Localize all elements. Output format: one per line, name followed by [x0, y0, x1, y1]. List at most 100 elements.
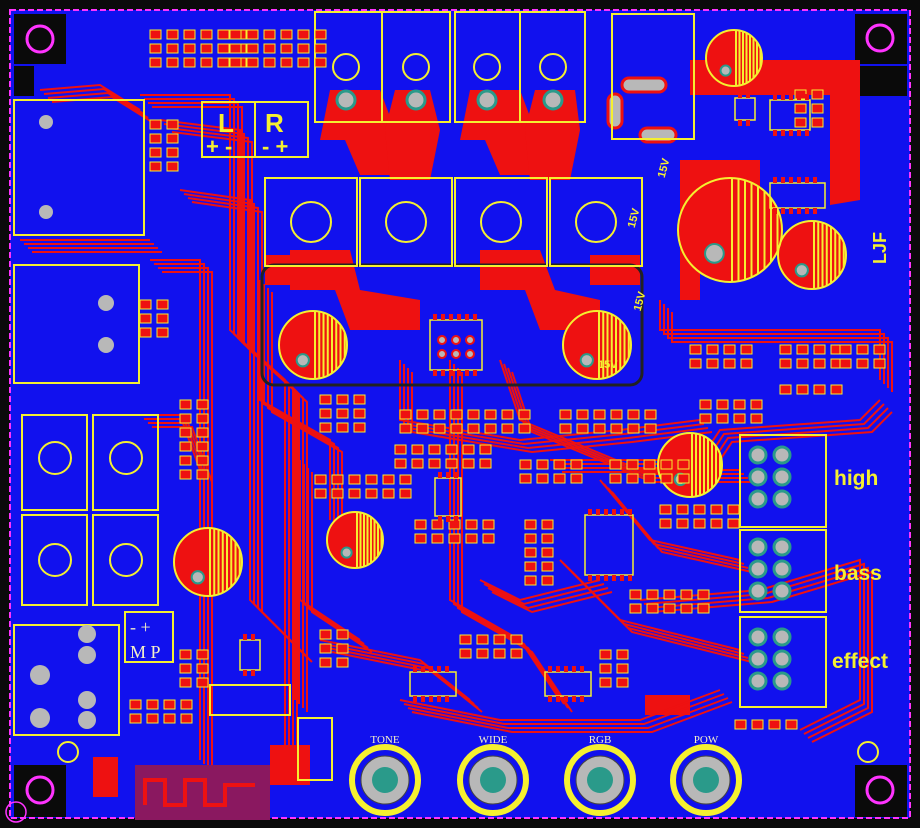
smd-pad	[680, 603, 693, 614]
smd-pad	[484, 423, 497, 434]
smd-pad	[856, 344, 869, 355]
dc-jack-pad	[606, 92, 624, 130]
smd-pad	[616, 677, 629, 688]
trace	[140, 94, 286, 760]
smd-pad	[431, 519, 444, 530]
smd-pad	[149, 133, 162, 144]
smd-pad	[353, 394, 366, 405]
ic-pin	[781, 177, 785, 183]
ic-pin	[588, 509, 592, 515]
header-pin	[772, 649, 792, 669]
smd-pad	[217, 29, 230, 40]
smd-pad	[394, 444, 407, 455]
smd-pad	[553, 473, 566, 484]
header-label-effect: effect	[832, 650, 888, 673]
smd-pad	[518, 423, 531, 434]
smd-pad	[196, 441, 209, 452]
smd-pad	[450, 409, 463, 420]
component-footprint	[519, 459, 583, 484]
smd-pad	[280, 57, 293, 68]
smd-pad	[723, 358, 736, 369]
smd-pad	[163, 699, 176, 710]
trace	[483, 583, 605, 606]
smd-pad	[541, 547, 554, 558]
smd-pad	[319, 629, 332, 640]
polarity-left: + -	[206, 134, 232, 159]
smd-pad	[246, 57, 259, 68]
trace	[643, 562, 865, 735]
header-pin	[748, 671, 768, 691]
component-footprint	[314, 474, 412, 499]
header-pin	[748, 445, 768, 465]
smd-pad	[336, 629, 349, 640]
ic-pin	[454, 472, 458, 478]
smd-pad	[599, 663, 612, 674]
ic-pin	[449, 370, 453, 376]
smd-pad	[179, 399, 192, 410]
smd-pad	[626, 459, 639, 470]
smd-pad	[593, 409, 606, 420]
cap-lead	[295, 353, 310, 368]
ic-footprint	[734, 92, 756, 126]
smd-pad	[740, 344, 753, 355]
smd-pad	[336, 657, 349, 668]
knob-ring	[670, 744, 742, 816]
component-footprint	[559, 409, 657, 434]
smd-pad	[779, 344, 792, 355]
smd-pad	[663, 589, 676, 600]
smd-pad	[465, 519, 478, 530]
ic-footprint	[584, 509, 634, 581]
component-footprint	[319, 394, 366, 433]
smd-pad	[465, 533, 478, 544]
smd-pad	[149, 43, 162, 54]
voltage-mark-3: 15V	[632, 290, 649, 313]
smd-pad	[629, 603, 642, 614]
smd-pad	[336, 422, 349, 433]
ic-pin	[421, 666, 425, 672]
terminal-pad	[476, 89, 498, 111]
header-pin	[748, 537, 768, 557]
trace	[453, 364, 565, 705]
smd-pad	[297, 43, 310, 54]
cap-hatch	[731, 178, 779, 282]
smd-pad	[196, 663, 209, 674]
smd-pad	[433, 423, 446, 434]
ic-pin	[797, 208, 801, 214]
smd-pad	[733, 399, 746, 410]
trace	[449, 360, 561, 701]
smd-pad	[129, 713, 142, 724]
smd-pad	[414, 519, 427, 530]
smd-pad	[263, 29, 276, 40]
component-footprint	[599, 649, 629, 688]
smd-pad	[813, 384, 826, 395]
smd-pad	[459, 634, 472, 645]
smd-pad	[676, 518, 689, 529]
cap-lead	[190, 570, 205, 585]
knob-ring	[349, 744, 421, 816]
ic-footprint	[769, 94, 811, 136]
ic-pin	[433, 314, 437, 320]
component-footprint	[149, 119, 179, 172]
smd-pad	[414, 533, 427, 544]
smd-pad	[559, 423, 572, 434]
smd-pad	[697, 603, 710, 614]
potentiometer	[349, 744, 421, 816]
component-footprint	[414, 519, 495, 544]
ic-pin	[564, 666, 568, 672]
ic-footprint	[429, 314, 483, 376]
smd-pad	[644, 423, 657, 434]
origin-marker-icon	[5, 801, 27, 823]
terminal-pad	[335, 89, 357, 111]
ic-pin	[572, 696, 576, 702]
ic-outline	[429, 319, 483, 371]
smd-pad	[246, 29, 259, 40]
smd-pad	[493, 634, 506, 645]
smd-pad	[149, 119, 162, 130]
smd-pad	[217, 57, 230, 68]
smd-pad	[699, 399, 712, 410]
pin-headers	[739, 434, 827, 708]
header-pin	[748, 489, 768, 509]
ic-pin	[454, 516, 458, 522]
ic-pin	[813, 177, 817, 183]
knob-label-tone: TONE	[370, 734, 399, 746]
